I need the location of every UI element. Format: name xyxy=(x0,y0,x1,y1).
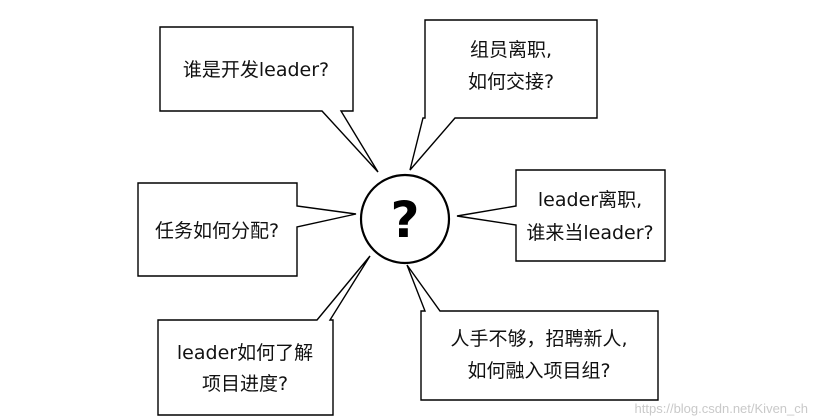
bubble-shape xyxy=(159,26,379,173)
question-bubble-task-assign: 任务如何分配? xyxy=(137,182,357,277)
bubble-text-line: leader离职, xyxy=(538,189,642,211)
bubble-text-line: leader如何了解 xyxy=(177,342,313,364)
bubble-text-line: 项目进度? xyxy=(202,373,288,395)
bubble-shape xyxy=(406,264,659,401)
center-question-node: ? xyxy=(359,173,451,265)
bubble-text-line: 组员离职, xyxy=(470,39,552,61)
question-bubble-leader-resign: leader离职, 谁来当leader? xyxy=(456,169,666,262)
bubble-text-line: 人手不够，招聘新人, xyxy=(450,328,627,350)
bubble-text-line: 如何交接? xyxy=(468,71,554,93)
watermark-text: https://blog.csdn.net/Kiven_ch xyxy=(635,401,808,416)
question-bubble-new-member: 人手不够，招聘新人, 如何融入项目组? xyxy=(406,264,659,401)
question-mark-icon: ? xyxy=(390,191,419,249)
bubble-shape xyxy=(137,182,357,277)
question-bubble-leader-progress: leader如何了解 项目进度? xyxy=(157,255,371,416)
bubble-text-line: 谁来当leader? xyxy=(526,222,653,244)
bubble-shape xyxy=(456,169,666,262)
question-bubble-dev-leader: 谁是开发leader? xyxy=(159,26,379,173)
bubble-shape xyxy=(409,19,598,171)
bubble-text-line: 如何融入项目组? xyxy=(467,360,610,382)
question-bubble-member-resign: 组员离职, 如何交接? xyxy=(409,19,598,171)
bubble-text-line: 任务如何分配? xyxy=(155,220,279,242)
center-circle xyxy=(359,173,451,265)
bubble-text-line: 谁是开发leader? xyxy=(183,59,329,81)
bubble-shape xyxy=(157,255,371,416)
